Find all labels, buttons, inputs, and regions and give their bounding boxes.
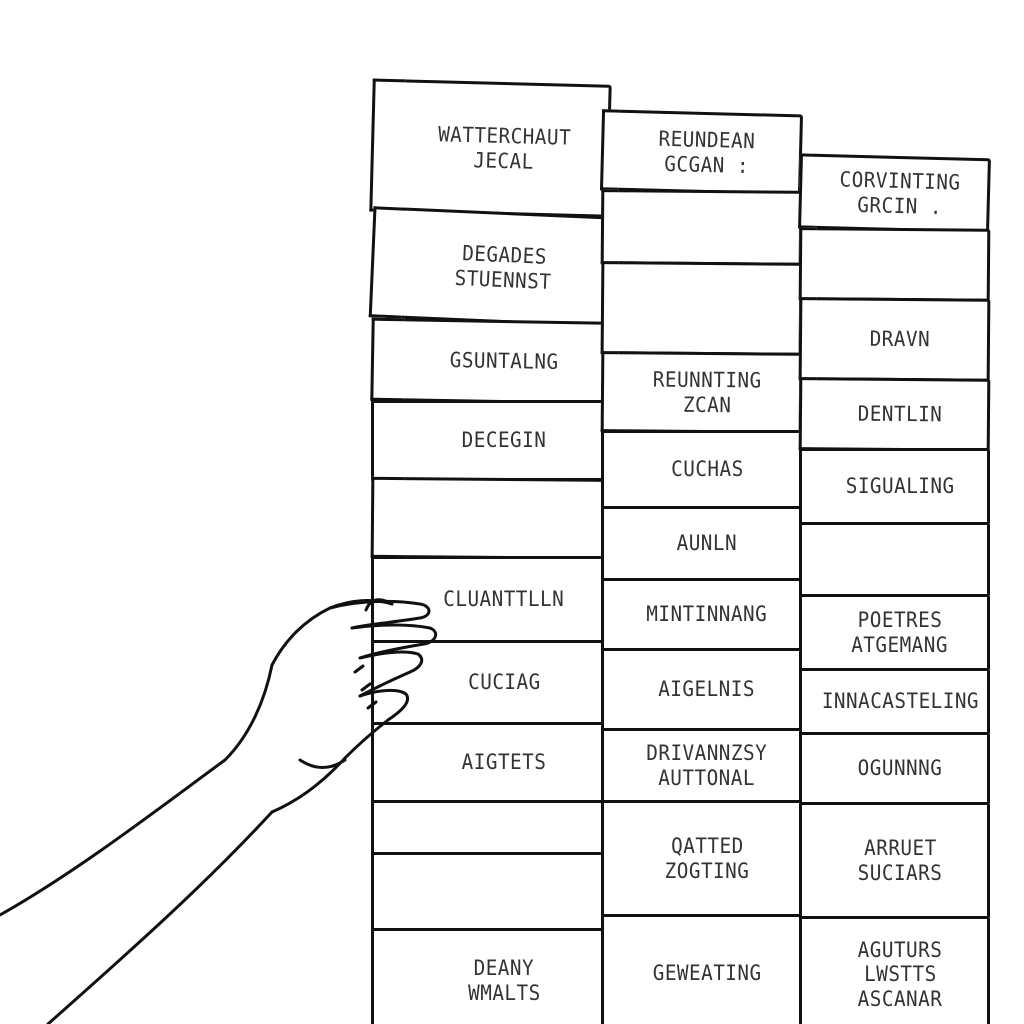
box: MINTINNANG: [601, 578, 802, 651]
box: SIGUALING: [799, 448, 990, 525]
box: GEWEATING: [601, 914, 802, 1024]
box: [371, 800, 610, 855]
box: AUNLN: [601, 506, 802, 581]
box-label: SUCIARS: [857, 860, 943, 885]
box-label: AUTTONAL: [658, 765, 756, 790]
box: DECEGIN: [371, 400, 610, 481]
box-label: DRIVANNZSY: [646, 741, 768, 766]
box-label-group: CLUANTTLLN: [407, 559, 601, 640]
box-side-face: [371, 722, 404, 803]
box-side-face: [371, 852, 404, 931]
box-label-group: AUNLN: [621, 509, 793, 578]
box-label: SIGUALING: [845, 474, 955, 499]
box-label: ASCANAR: [857, 986, 943, 1011]
box-label: AIGTETS: [461, 750, 547, 775]
box-label-group: AIGELNIS: [621, 651, 793, 728]
box-label: AGUTURS: [857, 938, 943, 963]
box-label: DEANY: [473, 956, 535, 981]
box-label: INNACASTELING: [821, 689, 979, 714]
box-side-face: [601, 914, 618, 1024]
box-side-face: [799, 916, 816, 1024]
box-label: AIGELNIS: [658, 677, 756, 702]
box-label: CUCIAG: [467, 670, 541, 695]
box-label-group: DECEGIN: [407, 403, 601, 478]
box-label: OGUNNNG: [857, 756, 943, 781]
box: [799, 522, 990, 597]
box-label: AUNLN: [676, 531, 738, 556]
box-label: QATTED: [670, 834, 744, 859]
box-label-group: CUCHAS: [621, 433, 793, 506]
box-label-group: MINTINNANG: [621, 581, 793, 648]
box-label: ARRUET: [863, 836, 937, 861]
box-label: ATGEMANG: [851, 632, 949, 657]
box-label: CLUANTTLLN: [443, 587, 565, 612]
box-label: CUCHAS: [670, 457, 744, 482]
box-label: ZOGTING: [664, 858, 750, 883]
box-side-face: [371, 800, 404, 855]
box: INNACASTELING: [799, 668, 990, 735]
box-label-group: OGUNNNG: [819, 735, 981, 802]
box-side-face: [371, 928, 404, 1024]
box-label: DECEGIN: [461, 428, 547, 453]
box-label-group: AIGTETS: [407, 725, 601, 800]
box-label: POETRES: [857, 608, 943, 633]
box-label: WMALTS: [467, 980, 541, 1005]
box-label-group: INNACASTELING: [819, 671, 981, 732]
box-side-face: [371, 400, 404, 481]
box-label: GEWEATING: [652, 961, 762, 986]
box-label-group: GEWEATING: [621, 917, 793, 1024]
box-label-group: CUCIAG: [407, 643, 601, 722]
box: CUCHAS: [601, 430, 802, 509]
box-label: LWSTTS: [863, 962, 937, 987]
box-label-group: SIGUALING: [819, 451, 981, 522]
box-label: MINTINNANG: [646, 602, 768, 627]
